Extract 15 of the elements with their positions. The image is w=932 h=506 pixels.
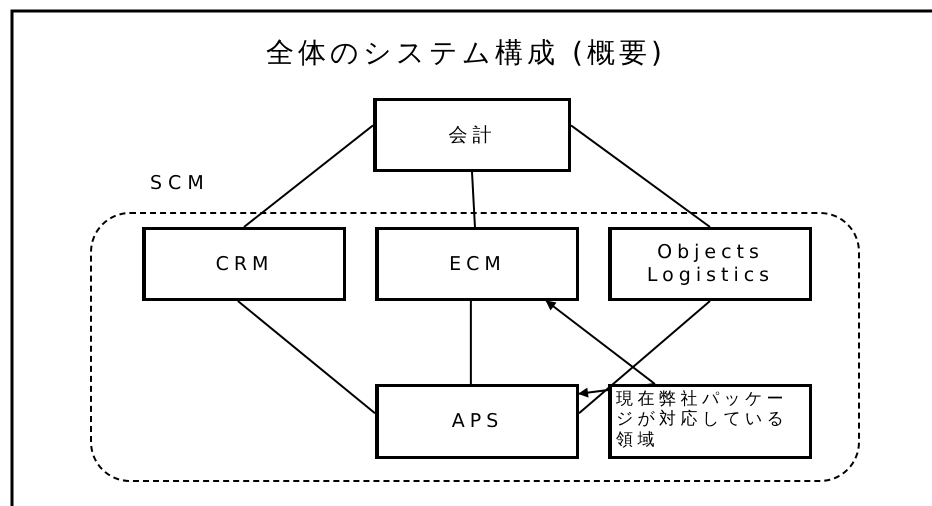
system-box: ECM [375,227,579,301]
system-box: CRM [142,227,346,301]
connector-line [243,124,374,228]
arrow [546,300,656,385]
system-box: APS [375,384,579,459]
connector-line [470,301,472,384]
connector-line [237,300,376,414]
connector-line [471,172,476,228]
connector-line [570,124,711,228]
system-box: 会計 [373,98,571,172]
title: 全体のシステム構成 (概要) [265,35,667,71]
connector-line [578,300,711,414]
callout-box: 現在弊社パッケージが対応している領域 [608,384,812,459]
group-label: SCM [150,172,210,194]
system-box: Objects Logistics [608,227,812,301]
